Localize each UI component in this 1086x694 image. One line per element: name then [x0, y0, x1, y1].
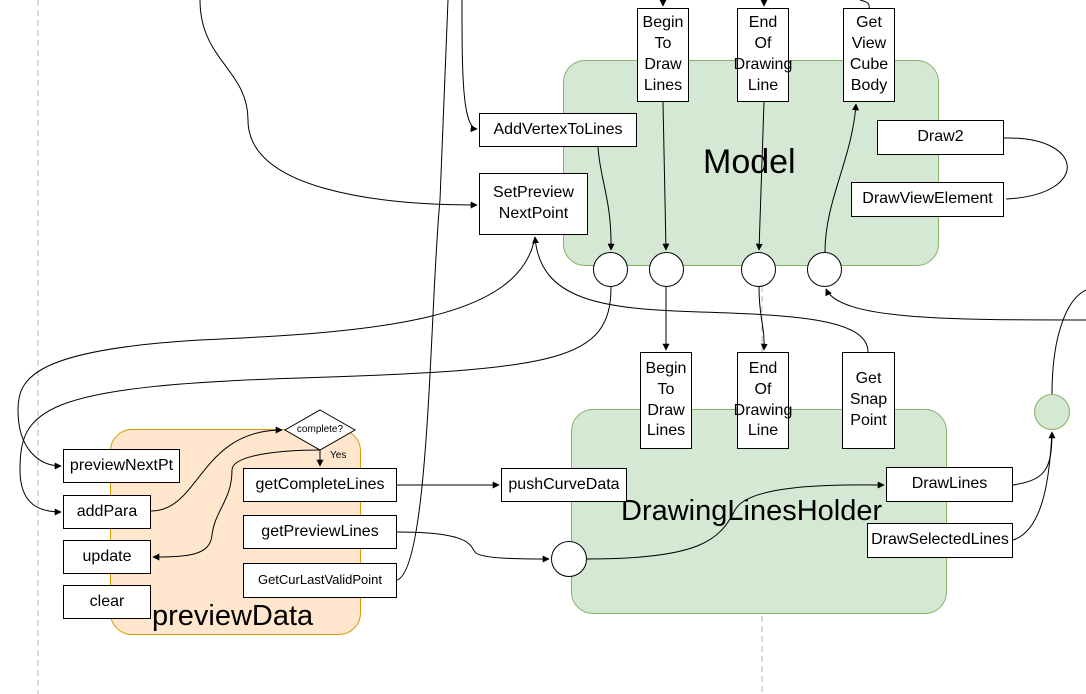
draw-lines[interactable]: DrawLines — [886, 467, 1013, 502]
set-preview-next-point[interactable]: SetPreview NextPoint — [479, 173, 588, 235]
port-circle-4 — [807, 252, 842, 287]
get-preview-lines[interactable]: getPreviewLines — [243, 515, 397, 549]
update[interactable]: update — [63, 540, 151, 574]
end-of-drawing-line-bottom[interactable]: End Of Drawing Line — [734, 352, 792, 449]
begin-to-draw-lines-bottom[interactable]: Begin To Draw Lines — [640, 352, 692, 449]
port-circle-2 — [649, 252, 684, 287]
push-curve-data[interactable]: pushCurveData — [501, 468, 627, 502]
clear[interactable]: clear — [63, 585, 151, 619]
model-label: Model — [703, 143, 796, 181]
port-circle-3 — [741, 252, 776, 287]
green-port-circle — [1034, 394, 1070, 430]
drawing-lines-holder-label: DrawingLinesHolder — [621, 495, 883, 527]
decision-question: complete? — [296, 424, 344, 435]
get-view-cube-body[interactable]: Get View Cube Body — [843, 8, 895, 102]
draw-selected-lines[interactable]: DrawSelectedLines — [867, 523, 1013, 558]
add-vertex-to-lines[interactable]: AddVertexToLines — [479, 113, 637, 147]
draw-view-element[interactable]: DrawViewElement — [851, 182, 1004, 217]
preview-data-label: previewData — [152, 600, 314, 632]
begin-to-draw-lines-top[interactable]: Begin To Draw Lines — [637, 8, 689, 102]
get-snap-point[interactable]: Get Snap Point — [842, 352, 895, 449]
preview-next-pt[interactable]: previewNextPt — [63, 449, 180, 483]
get-complete-lines[interactable]: getCompleteLines — [243, 468, 397, 502]
get-cur-last-valid-point[interactable]: GetCurLastValidPoint — [243, 563, 397, 598]
port-circle-1 — [593, 252, 628, 287]
add-para[interactable]: addPara — [63, 495, 151, 529]
draw2[interactable]: Draw2 — [877, 120, 1004, 155]
end-of-drawing-line-top[interactable]: End Of Drawing Line — [734, 8, 792, 102]
yes-label: Yes — [330, 450, 347, 461]
holder-port-circle — [551, 541, 587, 577]
